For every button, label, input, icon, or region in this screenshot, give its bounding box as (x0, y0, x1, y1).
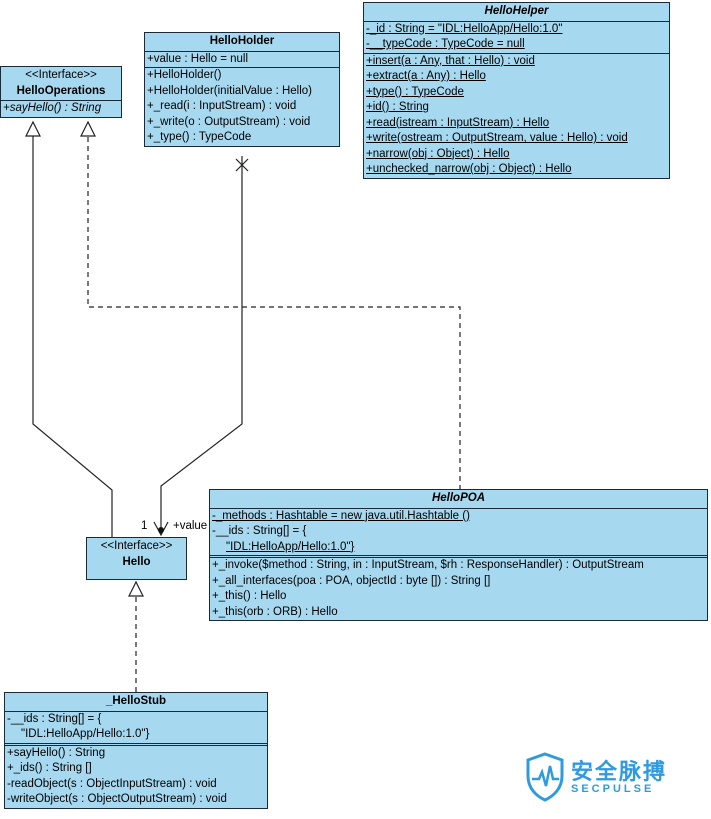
generalization-line (32, 136, 113, 537)
operation: +HelloHolder(initialValue : Hello) (147, 84, 313, 97)
realization-triangle-hello (128, 580, 144, 597)
operation: +type() : TypeCode (366, 85, 464, 98)
operation: +_write(o : OutputStream) : void (147, 115, 311, 128)
class-name: HelloOperations (16, 84, 106, 97)
class-name: HelloHolder (209, 35, 275, 47)
operation: +insert(a : Any, that : Hello) : void (366, 54, 535, 67)
shield-icon (526, 752, 564, 802)
operation: +extract(a : Any) : Hello (366, 70, 486, 82)
logo-text-cn: 安全脉搏 (571, 760, 668, 785)
ownership-dot (158, 527, 164, 533)
attribute: -__typeCode : TypeCode = null (366, 38, 525, 50)
operation: +_ids() : String [] (7, 762, 92, 774)
realization-triangle-ops (80, 120, 96, 137)
attribute: +value : Hello = null (147, 52, 249, 65)
attribute: "IDL:HelloApp/Hello:1.0"} (226, 540, 355, 553)
association-arrowhead (153, 521, 169, 537)
association-line (160, 156, 243, 535)
attribute: -_methods : Hashtable = new java.util.Ha… (212, 509, 470, 522)
operation: +read(istream : InputStream) : Hello (366, 116, 550, 129)
operation: +_invoke($method : String, in : InputStr… (212, 559, 644, 571)
operation: -writeObject(s : ObjectOutputStream) : v… (7, 793, 227, 805)
operation: +HelloHolder() (147, 69, 222, 81)
generalization-triangle (25, 120, 41, 137)
class-name: _HelloStub (105, 695, 167, 707)
operation: +_type() : TypeCode (147, 131, 252, 143)
class-hello-holder[interactable]: HelloHolder +value : Hello = null +Hello… (144, 32, 340, 147)
attribute: -__ids : String[] = { (212, 525, 307, 537)
logo-text-en: SECPULSE (571, 783, 655, 795)
operation: +sayHello() : String (7, 746, 106, 759)
class-hello-stub[interactable]: _HelloStub -__ids : String[] = { "IDL:He… (4, 692, 268, 809)
stereotype: <<Interface>> (25, 69, 97, 81)
attribute: -__ids : String[] = { (7, 712, 102, 725)
operation: +_all_interfaces(poa : POA, objectId : b… (212, 574, 491, 587)
realization-line-poa (87, 136, 461, 490)
attribute: "IDL:HelloApp/Hello:1.0"} (21, 728, 150, 740)
class-name: Hello (122, 555, 151, 568)
operation: +unchecked_narrow(obj : Object) : Hello (366, 163, 572, 175)
operation: +narrow(obj : Object) : Hello (366, 147, 510, 160)
class-hello-operations[interactable]: <<Interface>> HelloOperations +sayHello(… (0, 66, 122, 118)
operation: +sayHello() : String (3, 102, 102, 114)
operation: +id() : String (366, 101, 429, 113)
class-hello-poa[interactable]: HelloPOA -_methods : Hashtable = new jav… (209, 489, 708, 621)
role-label: +value (173, 520, 208, 532)
stereotype: <<Interface>> (100, 540, 173, 552)
attribute: -_id : String = "IDL:HelloApp/Hello:1.0" (366, 22, 563, 35)
secpulse-logo: 安全脉搏 SECPULSE (525, 752, 705, 804)
operation: +write(ostream : OutputStream, value : H… (366, 132, 628, 144)
class-hello-helper[interactable]: HelloHelper -_id : String = "IDL:HelloAp… (363, 2, 670, 179)
operation: +_this(orb : ORB) : Hello (212, 605, 338, 618)
operation: +_read(i : InputStream) : void (147, 100, 297, 112)
class-name: HelloHelper (484, 5, 549, 17)
operation: +_this() : Hello (212, 590, 287, 602)
class-name: HelloPOA (431, 492, 486, 504)
class-hello[interactable]: <<Interface>> Hello (86, 537, 187, 580)
operation: -readObject(s : ObjectInputStream) : voi… (7, 777, 217, 790)
multiplicity-label: 1 (141, 520, 148, 532)
